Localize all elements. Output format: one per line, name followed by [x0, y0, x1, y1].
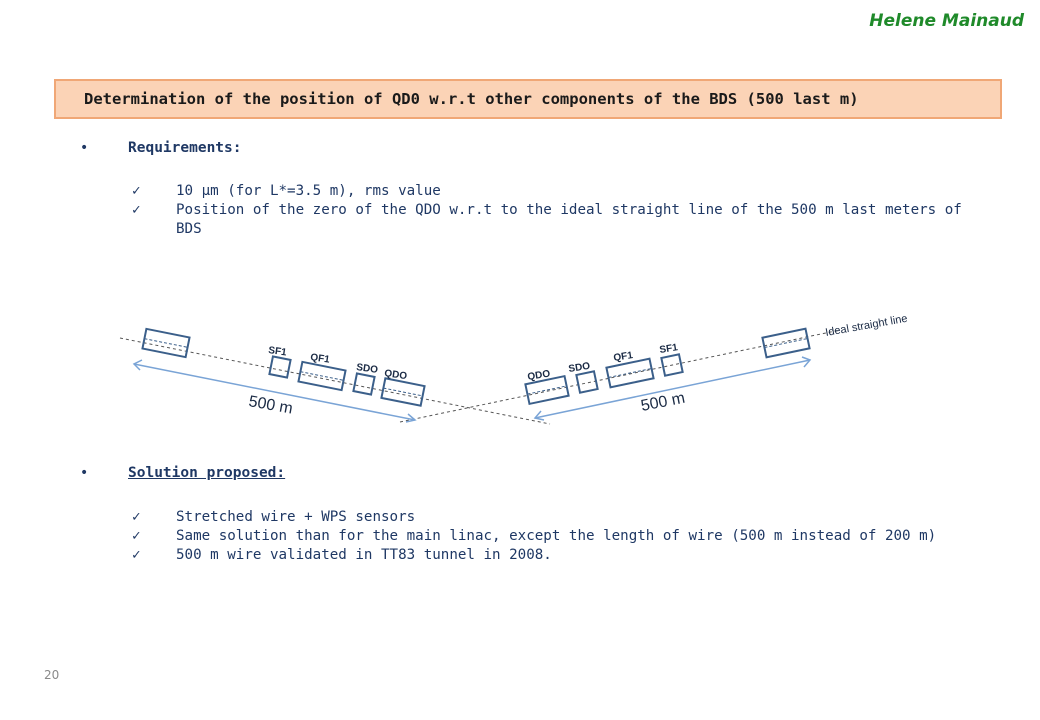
check-icon: ✓: [132, 547, 141, 563]
magnet-sf1-right: [660, 353, 684, 377]
left-magnets: [141, 327, 426, 407]
author-name: Helene Mainaud: [869, 11, 1024, 31]
magnet-sdo-left: [352, 372, 376, 396]
check-icon: ✓: [132, 183, 141, 199]
check-icon: ✓: [132, 528, 141, 544]
label-sf1-left: SF1: [268, 345, 288, 359]
solution-list: ✓ Stretched wire + WPS sensors ✓ Same so…: [132, 508, 992, 565]
label-length-left: 500 m: [247, 393, 294, 417]
page-number: 20: [44, 668, 60, 682]
check-icon: ✓: [132, 202, 141, 218]
label-ideal-line: Ideal straight line: [824, 313, 908, 339]
slide-title-box: Determination of the position of QD0 w.r…: [54, 79, 1002, 119]
length-arrow-left: [133, 363, 416, 421]
magnet-qf1-left: [297, 360, 347, 392]
label-sdo-left: SDO: [356, 362, 379, 376]
left-beamline-dash: [119, 337, 551, 425]
magnet-qf1-right: [605, 357, 655, 389]
requirements-heading: Requirements:: [128, 140, 242, 156]
slide-title: Determination of the position of QD0 w.r…: [84, 90, 859, 108]
label-sdo-right: SDO: [568, 361, 591, 375]
check-icon: ✓: [132, 509, 141, 525]
magnet-qdo-right: [524, 374, 570, 406]
list-item: ✓ 10 μm (for L*=3.5 m), rms value: [132, 182, 992, 201]
label-length-right: 500 m: [640, 390, 687, 415]
magnet-right-far: [761, 327, 811, 359]
bullet-icon: •: [80, 140, 89, 156]
list-item: ✓ Position of the zero of the QDO w.r.t …: [132, 201, 992, 239]
magnet-sf1-left: [268, 355, 292, 379]
magnet-qdo-left: [380, 377, 426, 407]
solution-text: 500 m wire validated in TT83 tunnel in 2…: [176, 547, 552, 563]
requirements-list: ✓ 10 μm (for L*=3.5 m), rms value ✓ Posi…: [132, 182, 992, 239]
list-item: ✓ Stretched wire + WPS sensors: [132, 508, 992, 527]
bullet-icon: •: [80, 465, 89, 481]
bds-alignment-diagram: SF1 QF1 SDO QDO QDO SDO QF1 SF1 500 m 50…: [119, 313, 908, 425]
magnet-left-far: [141, 327, 191, 359]
length-arrow-right: [534, 359, 811, 419]
solution-text: Same solution than for the main linac, e…: [176, 528, 937, 544]
label-qdo-left: QDO: [384, 368, 408, 382]
solution-text: Stretched wire + WPS sensors: [176, 509, 416, 525]
right-beamline-dash: [399, 329, 841, 423]
list-item: ✓ Same solution than for the main linac,…: [132, 527, 992, 546]
label-qf1-left: QF1: [310, 352, 331, 366]
right-magnets: [524, 327, 811, 406]
label-qdo-right: QDO: [527, 369, 551, 383]
label-qf1-right: QF1: [613, 350, 634, 364]
requirement-text: Position of the zero of the QDO w.r.t to…: [176, 202, 962, 237]
magnet-sdo-right: [575, 370, 599, 394]
list-item: ✓ 500 m wire validated in TT83 tunnel in…: [132, 546, 992, 565]
solution-heading: Solution proposed:: [128, 465, 286, 481]
label-sf1-right: SF1: [659, 342, 679, 356]
requirement-text: 10 μm (for L*=3.5 m), rms value: [176, 183, 441, 199]
